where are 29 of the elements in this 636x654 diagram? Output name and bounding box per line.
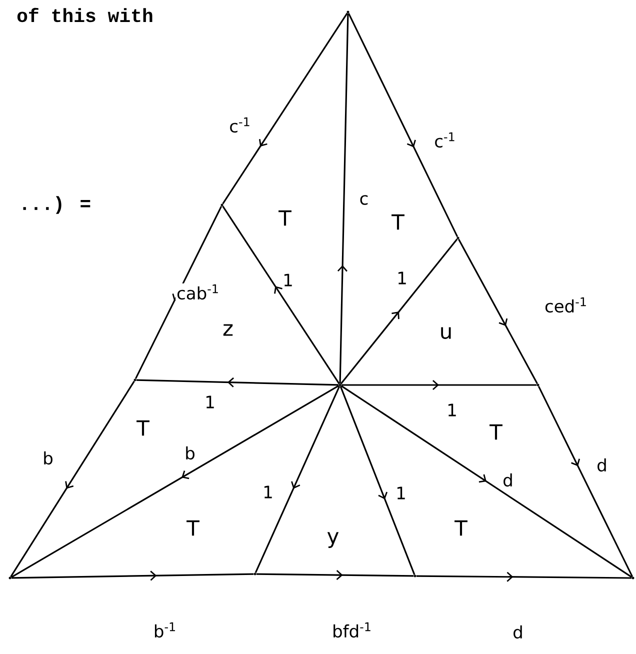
edge-label: 1 xyxy=(262,484,274,500)
region-label: T xyxy=(490,424,502,440)
region-label: T xyxy=(136,420,150,436)
edge-label: b xyxy=(42,450,54,466)
edge-label: 1 xyxy=(282,272,294,288)
edge-label: 1 xyxy=(204,394,216,410)
typewriter-text: ...) = xyxy=(23,196,90,214)
edge-label: d xyxy=(512,624,524,640)
region-label: y xyxy=(327,532,339,548)
region-label: z xyxy=(223,324,233,336)
edge-label: d xyxy=(596,457,608,473)
edge-label: c xyxy=(358,194,370,206)
edge-label: b xyxy=(184,445,196,461)
edge-label: 1 xyxy=(394,486,408,500)
edge-label: 1 xyxy=(396,270,408,286)
region-label: T xyxy=(454,520,468,536)
typewriter-text: of this with xyxy=(17,8,152,22)
edge-label: bfd$^{-1}$ xyxy=(331,621,373,639)
edge-label: c$^{-1}$ xyxy=(433,131,457,149)
edge-label: cab$^{-1}$ xyxy=(176,283,220,301)
edge-label: 1 xyxy=(446,402,458,418)
edge-label: c$^{-1}$ xyxy=(228,116,252,134)
region-label: T xyxy=(278,210,292,226)
region-label: u xyxy=(441,326,451,340)
region-label: T xyxy=(186,520,200,536)
edge-label: d xyxy=(502,472,514,488)
edge-label: ced$^{-1}$ xyxy=(544,296,588,314)
edge-label: b$^{-1}$ xyxy=(152,621,178,639)
region-label: T xyxy=(392,214,404,230)
